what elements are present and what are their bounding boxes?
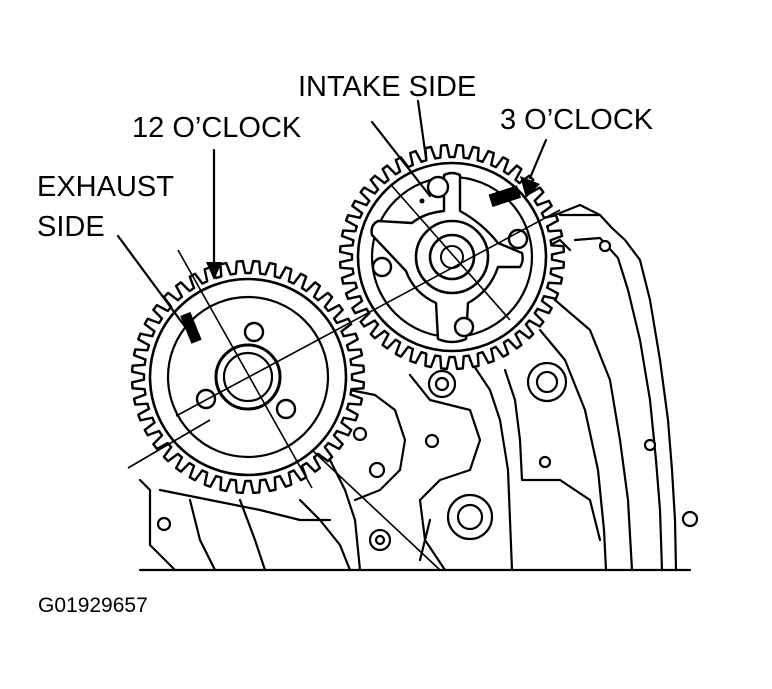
three-oclock-label: 3 O’CLOCK	[500, 104, 654, 136]
center-lines	[127, 185, 561, 571]
leader-lines	[116, 99, 548, 330]
intake-sprocket	[338, 143, 566, 371]
intake-timing-mark	[488, 185, 522, 208]
engine-block-outline	[138, 203, 692, 572]
exhaust-side-label-line1: EXHAUST	[37, 171, 174, 203]
exhaust-timing-mark	[180, 311, 202, 344]
block-bolt-holes	[156, 239, 699, 552]
leader-arrowheads	[206, 176, 540, 280]
figure-id: G01929657	[38, 594, 148, 617]
exhaust-side-label-line2: SIDE	[37, 211, 105, 243]
intake-side-label: INTAKE SIDE	[298, 71, 477, 103]
twelve-oclock-label: 12 O’CLOCK	[132, 112, 302, 144]
